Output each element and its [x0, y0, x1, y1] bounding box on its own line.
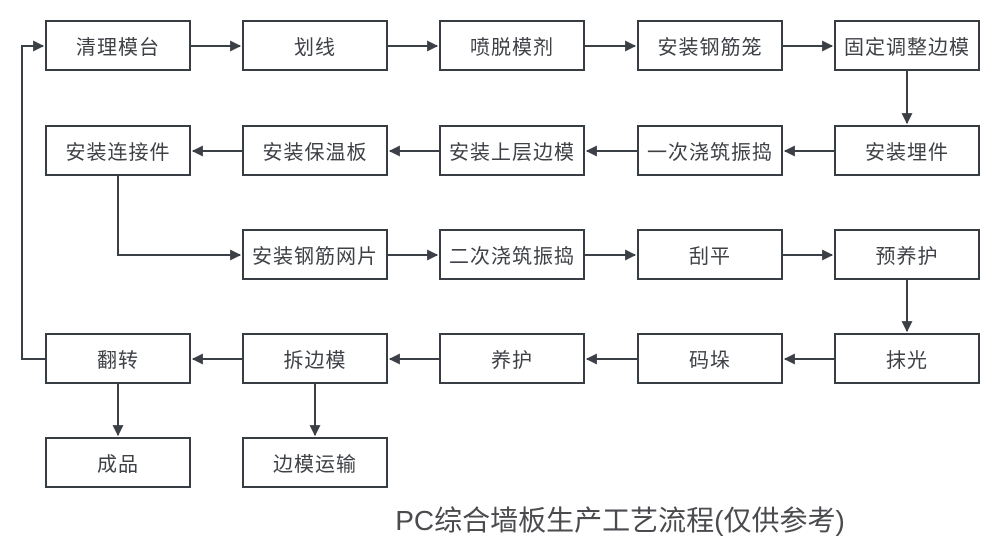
- node-spray-release-agent: 喷脱模剂: [439, 20, 585, 71]
- node-install-connectors: 安装连接件: [45, 125, 191, 176]
- node-curing: 养护: [439, 333, 585, 384]
- node-stacking: 码垛: [637, 333, 783, 384]
- node-flip: 翻转: [45, 333, 191, 384]
- connector-install-connectors-to-install-rebar-mesh: [117, 176, 242, 261]
- node-side-mold-transport: 边模运输: [242, 437, 388, 488]
- node-marking: 划线: [242, 20, 388, 71]
- connector-flip-loop-to-clean-mold-table: [21, 40, 45, 360]
- node-install-upper-side-mold: 安装上层边模: [439, 125, 585, 176]
- node-install-rebar-cage: 安装钢筋笼: [637, 20, 783, 71]
- node-pre-curing: 预养护: [834, 229, 980, 280]
- node-scrape-flat: 刮平: [637, 229, 783, 280]
- node-first-pour-vibrate: 一次浇筑振捣: [637, 125, 783, 176]
- node-second-pour-vibrate: 二次浇筑振捣: [439, 229, 585, 280]
- node-install-embedded-parts: 安装埋件: [834, 125, 980, 176]
- node-smoothing: 抹光: [834, 333, 980, 384]
- diagram-title: PC综合墙板生产工艺流程(仅供参考): [395, 505, 845, 536]
- node-remove-side-mold: 拆边模: [242, 333, 388, 384]
- node-install-insulation-board: 安装保温板: [242, 125, 388, 176]
- node-fix-adjust-side-mold: 固定调整边模: [834, 20, 980, 71]
- node-finished-product: 成品: [45, 437, 191, 488]
- node-install-rebar-mesh: 安装钢筋网片: [242, 229, 388, 280]
- node-clean-mold-table: 清理模台: [45, 20, 191, 71]
